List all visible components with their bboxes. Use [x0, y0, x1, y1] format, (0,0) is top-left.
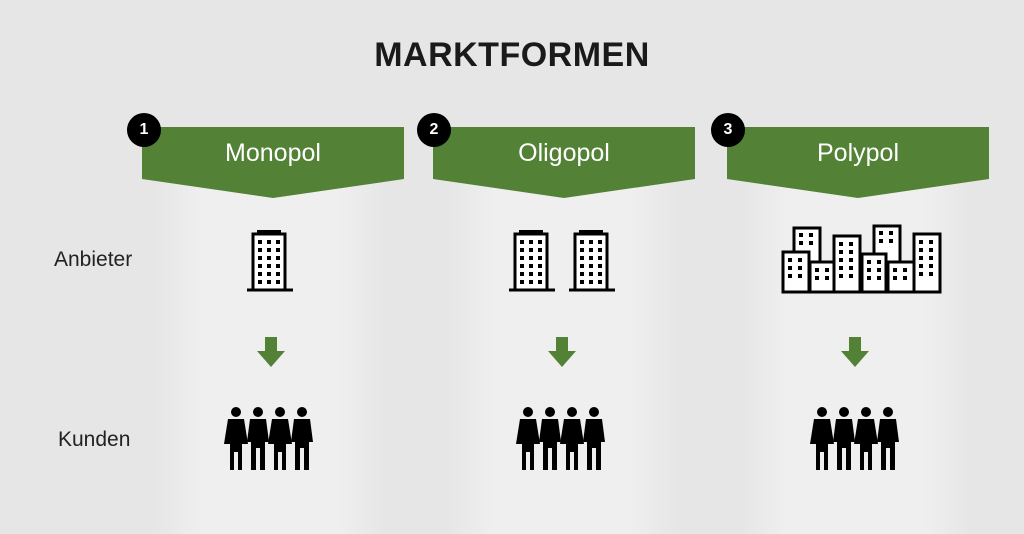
people-group-icon: [224, 407, 313, 470]
page-title: MARKTFORMEN: [374, 36, 650, 74]
banner-polypol: Polypol: [727, 127, 989, 199]
number-badge-2: 2: [417, 113, 451, 147]
arrow-down-icon: [548, 337, 576, 367]
banner-label-oligopol: Oligopol: [518, 139, 610, 167]
arrow-down-icon: [841, 337, 869, 367]
arrow-down-icon: [257, 337, 285, 367]
banner-shape: [727, 127, 989, 198]
people-group-icon: [810, 407, 899, 470]
building-icon: [509, 230, 555, 292]
banner-label-polypol: Polypol: [817, 139, 899, 167]
row-label-anbieter: Anbieter: [54, 248, 133, 271]
building-icon: [247, 230, 293, 292]
banner-shape: [142, 127, 404, 198]
banner-oligopol: Oligopol: [433, 127, 695, 199]
number-badge-1: 1: [127, 113, 161, 147]
buildings-cluster-icon: [781, 224, 942, 294]
number-badge-3: 3: [711, 113, 745, 147]
building-icon: [569, 230, 615, 292]
row-label-kunden: Kunden: [58, 428, 131, 451]
people-group-icon: [516, 407, 605, 470]
banner-label-monopol: Monopol: [225, 139, 321, 167]
banner-monopol: Monopol: [142, 127, 404, 199]
banner-shape: [433, 127, 695, 198]
